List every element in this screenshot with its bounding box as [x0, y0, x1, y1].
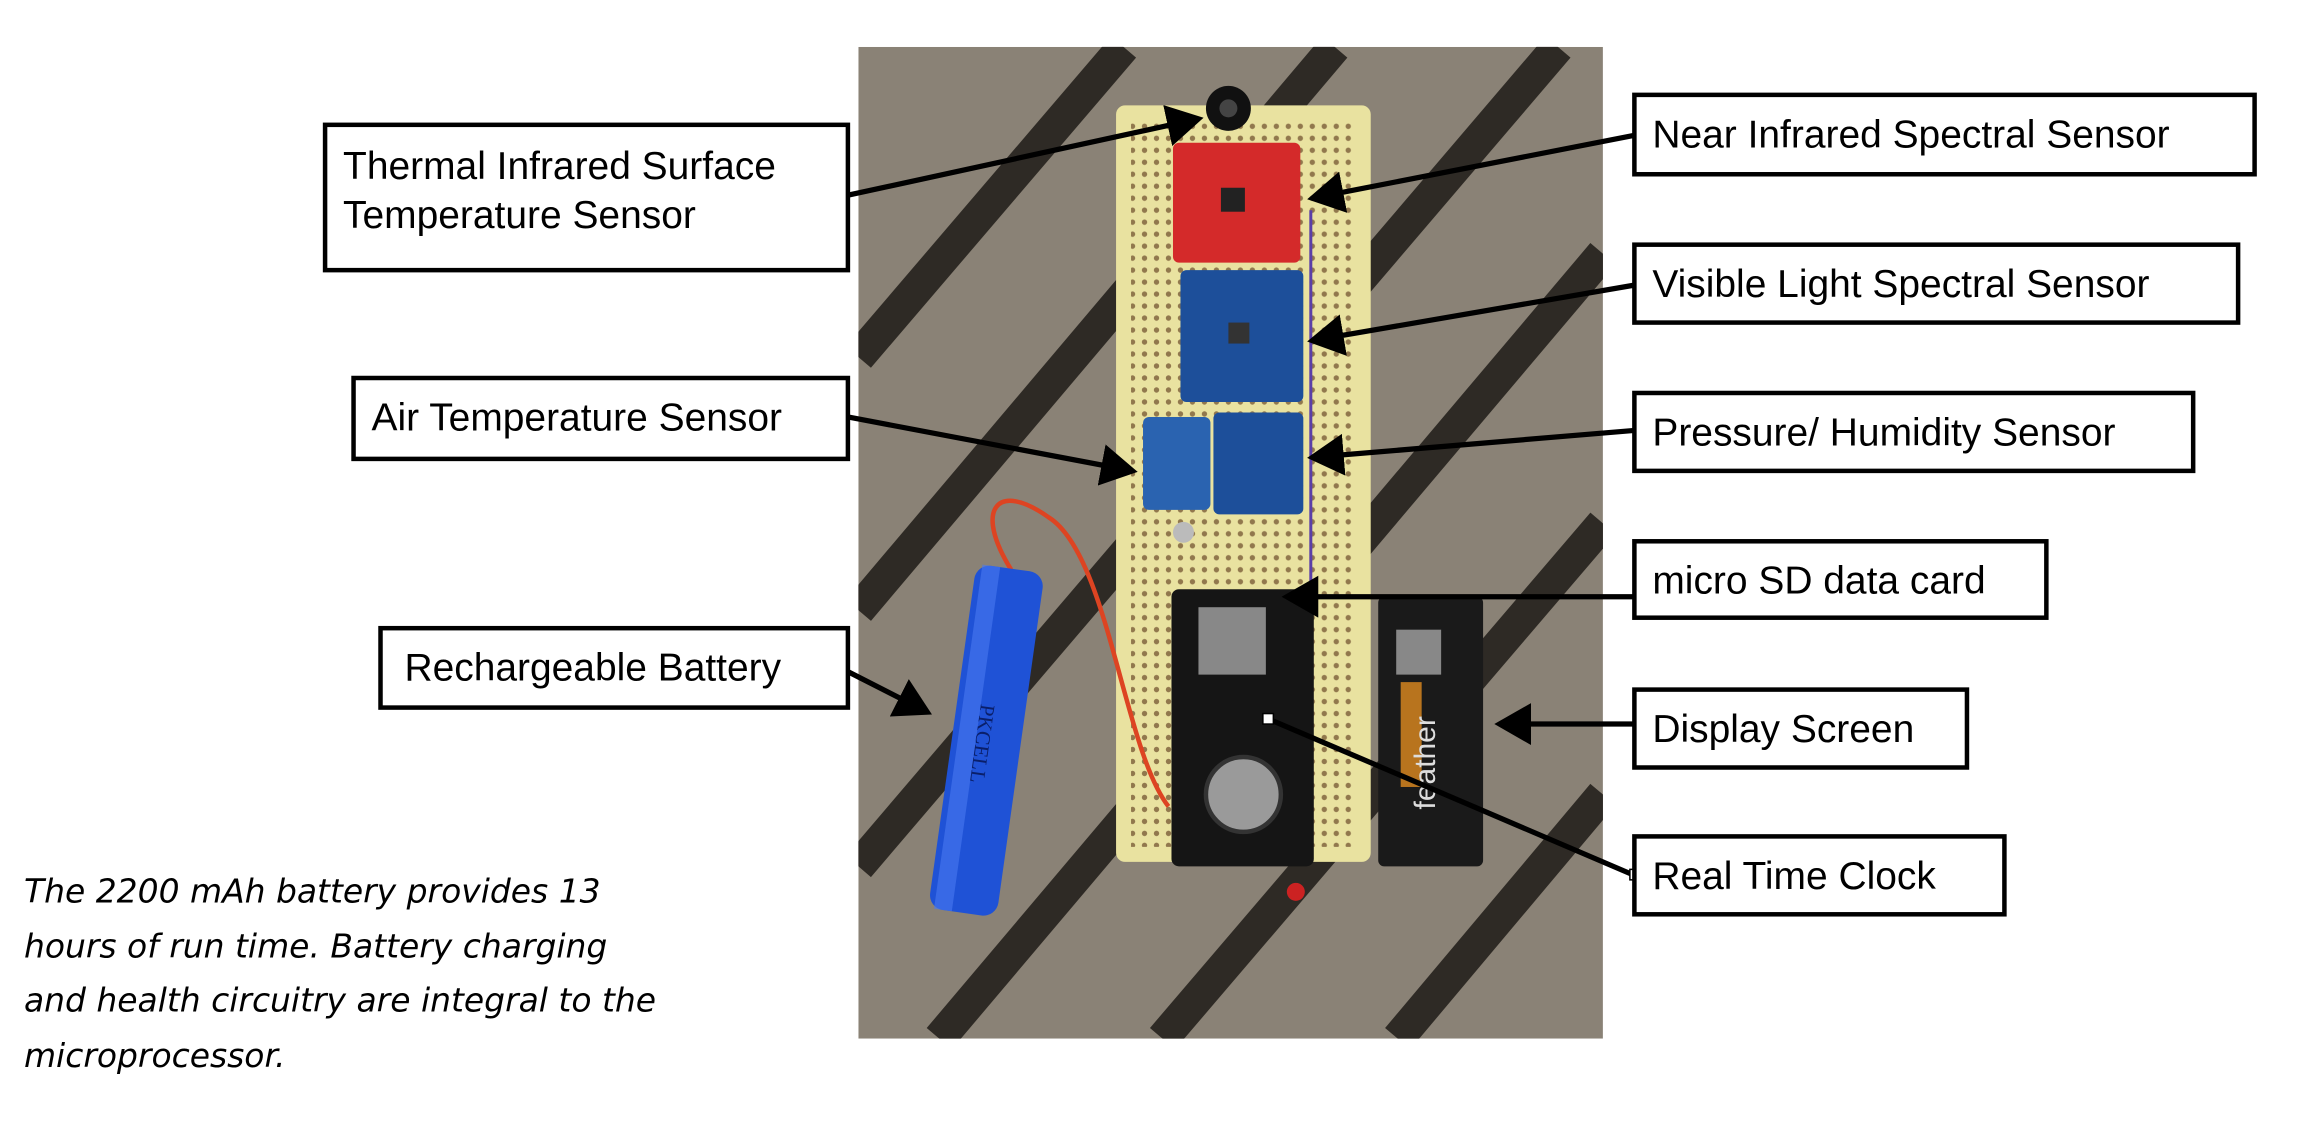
- label-visible-text: Visible Light Spectral Sensor: [1652, 263, 2149, 306]
- label-battery: Rechargeable Battery: [378, 625, 851, 710]
- coin-cell: [1203, 754, 1284, 835]
- label-display-text: Display Screen: [1652, 708, 1914, 751]
- label-battery-text: Rechargeable Battery: [404, 647, 781, 690]
- label-pressure-text: Pressure/ Humidity Sensor: [1652, 411, 2115, 454]
- arrow-rtc: [1272, 718, 1636, 878]
- label-nir: Near Infrared Spectral Sensor: [1632, 92, 2257, 177]
- caption: The 2200 mAh battery provides 13 hours o…: [24, 871, 656, 1075]
- caption-line-3: and health circuitry are integral to the: [24, 981, 656, 1020]
- label-air: Air Temperature Sensor: [351, 375, 851, 462]
- display-brand: feather: [1409, 716, 1442, 809]
- caption-line-4: microprocessor.: [24, 1036, 285, 1075]
- arrow-battery: [846, 669, 932, 717]
- label-display: Display Screen: [1632, 687, 1970, 770]
- label-air-text: Air Temperature Sensor: [372, 396, 783, 439]
- caption-line-1: The 2200 mAh battery provides 13: [24, 871, 601, 910]
- label-rtc-text: Real Time Clock: [1652, 855, 1936, 898]
- pressure-board: [1213, 412, 1304, 515]
- label-visible: Visible Light Spectral Sensor: [1632, 242, 2241, 325]
- label-nir-text: Near Infrared Spectral Sensor: [1652, 113, 2169, 156]
- arrow-nir: [1307, 132, 1635, 213]
- label-sd: micro SD data card: [1632, 539, 2049, 620]
- arrow-visible: [1307, 282, 1635, 356]
- label-sd-text: micro SD data card: [1652, 560, 1985, 603]
- arrow-thermal: [847, 105, 1204, 198]
- arrows: [846, 105, 1642, 881]
- label-pressure: Pressure/ Humidity Sensor: [1632, 390, 2196, 474]
- label-thermal: Thermal Infrared Surface Temperature Sen…: [322, 122, 851, 273]
- label-thermal-line1: Thermal Infrared Surface: [343, 145, 776, 188]
- label-thermal-line2: Temperature Sensor: [343, 194, 696, 237]
- arrow-air: [847, 414, 1138, 486]
- device-photo: feather PKCELL: [858, 46, 1603, 1039]
- arrow-pressure: [1307, 427, 1635, 476]
- caption-line-2: hours of run time. Battery charging: [24, 927, 607, 966]
- battery-cell: PKCELL: [930, 564, 1043, 916]
- air-temp-board: [1143, 416, 1211, 510]
- label-rtc: Real Time Clock: [1632, 834, 2007, 917]
